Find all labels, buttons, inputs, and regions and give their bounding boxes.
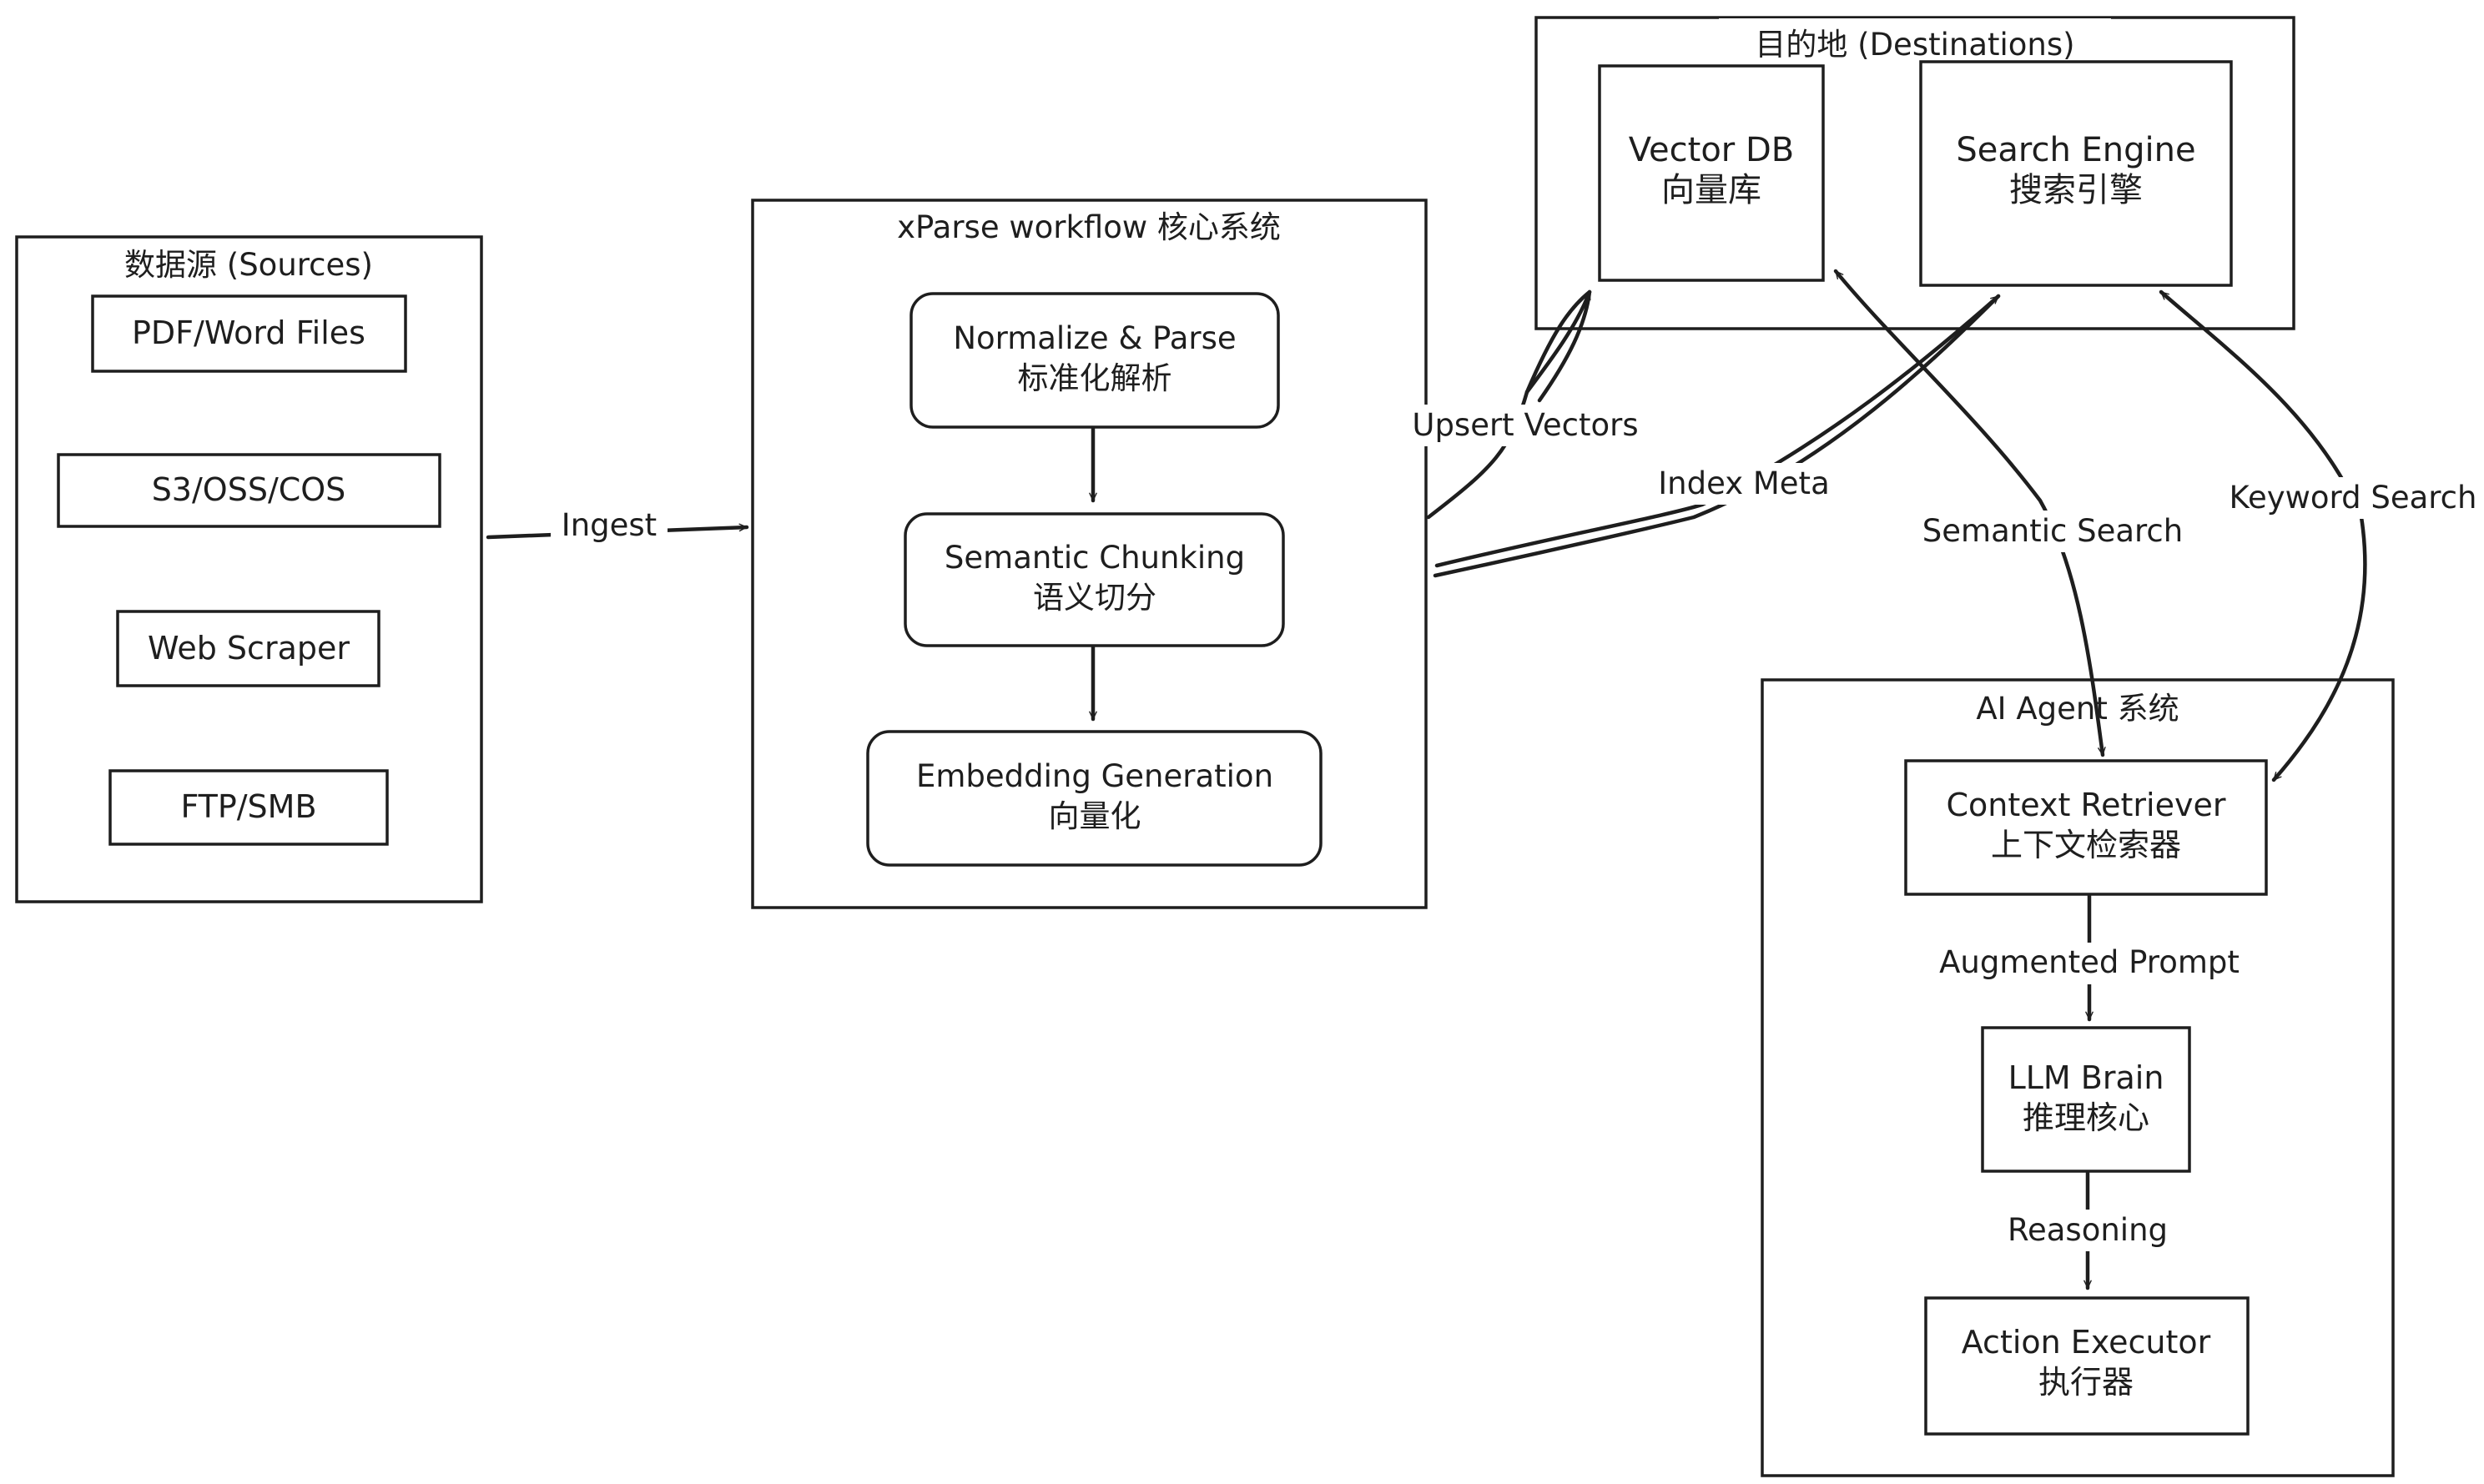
source-box-ftp-smb[interactable]: [108, 769, 389, 846]
sources-frame: [15, 235, 483, 903]
workflow-title: xParse workflow 核心系统: [897, 209, 1281, 245]
edge-upsert-vectors-label: Upsert Vectors: [1412, 407, 1638, 443]
edge-keyword-search-label: Keyword Search: [2230, 480, 2477, 516]
edge-index-meta-label: Index Meta: [1658, 465, 1830, 501]
agent-title: AI Agent 系统: [1976, 691, 2179, 727]
edge-augmented-prompt-label: Augmented Prompt: [1939, 944, 2240, 980]
search-engine-label-zh: 搜索引擎: [2009, 171, 2143, 209]
search-engine-node[interactable]: [1919, 60, 2233, 287]
edge-upsert-vectors: [1524, 289, 1592, 395]
semantic-chunking-label-zh: 语义切分: [1033, 580, 1156, 616]
edge-keyword-search: [2159, 289, 2367, 782]
source-box-s3[interactable]: [57, 453, 441, 528]
edge-semantic-search-label: Semantic Search: [1922, 513, 2183, 549]
context-retriever-label-zh: 上下文检索器: [1991, 827, 2181, 863]
embedding-generation-step[interactable]: [866, 730, 1323, 867]
llm-brain-label: LLM Brain: [2008, 1059, 2164, 1096]
normalize-parse-label: Normalize & Parse: [953, 320, 1236, 356]
sources-title: 数据源 (Sources): [124, 247, 373, 283]
agent-group: AI Agent 系统 Context Retriever 上下文检索器 LLM…: [1761, 678, 2395, 1477]
edge-ingest-label: Ingest: [562, 507, 657, 543]
vector-db-node[interactable]: [1598, 64, 1825, 282]
llm-brain-node[interactable]: [1981, 1026, 2191, 1173]
context-retriever-label: Context Retriever: [1947, 787, 2226, 823]
source-label-pdf-word: PDF/Word Files: [132, 314, 365, 351]
edges: Ingest Upsert Vectors Index Meta Semanti…: [486, 269, 2482, 1290]
edge-reasoning-label: Reasoning: [2008, 1212, 2168, 1248]
semantic-chunking-step[interactable]: [904, 512, 1285, 647]
source-label-web-scraper: Web Scraper: [148, 630, 350, 667]
source-box-web-scraper[interactable]: [116, 610, 380, 687]
normalize-parse-step[interactable]: [909, 292, 1280, 429]
workflow-frame: [751, 199, 1428, 909]
destinations-group: 目的地 (Destinations) Vector DB 向量库 Search …: [1534, 16, 2295, 330]
search-engine-label: Search Engine: [1956, 131, 2195, 169]
edge-semantic-search: [1833, 269, 2106, 757]
source-label-ftp-smb: FTP/SMB: [180, 788, 316, 825]
context-retriever-node[interactable]: [1904, 759, 2268, 896]
destinations-title: 目的地 (Destinations): [1755, 27, 2074, 63]
semantic-chunking-label: Semantic Chunking: [945, 540, 1245, 576]
llm-brain-label-zh: 推理核心: [2023, 1099, 2149, 1136]
action-executor-node[interactable]: [1924, 1296, 2250, 1436]
source-box-pdf-word[interactable]: [91, 294, 407, 373]
action-executor-label-zh: 执行器: [2038, 1364, 2134, 1401]
vector-db-label: Vector DB: [1629, 131, 1794, 169]
sources-group: 数据源 (Sources) PDF/Word Files S3/OSS/COS …: [15, 235, 483, 903]
vector-db-label-zh: 向量库: [1661, 171, 1761, 209]
normalize-parse-label-zh: 标准化解析: [1018, 360, 1172, 396]
embedding-generation-label-zh: 向量化: [1049, 798, 1141, 834]
embedding-generation-label: Embedding Generation: [916, 758, 1273, 794]
action-executor-label: Action Executor: [1962, 1324, 2211, 1361]
workflow-group: xParse workflow 核心系统 Normalize & Parse 标…: [751, 199, 1428, 909]
source-label-s3: S3/OSS/COS: [152, 471, 346, 508]
